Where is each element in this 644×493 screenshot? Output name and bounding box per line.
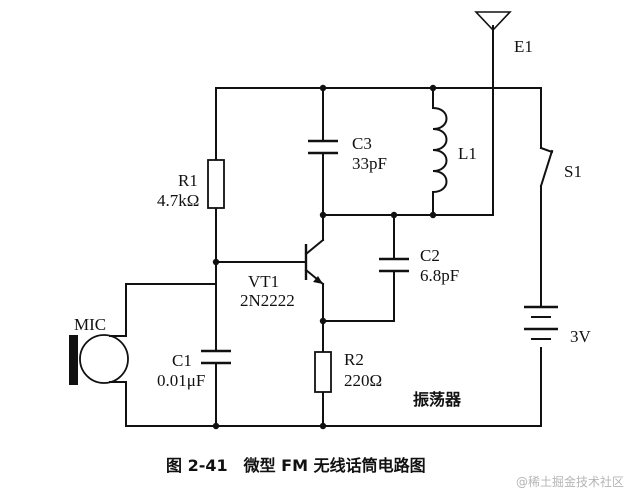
transistor-vt1 xyxy=(304,238,325,286)
label-s1-name: S1 xyxy=(564,162,582,181)
antenna-e1-symbol xyxy=(474,11,512,32)
label-c2-value: 6.8pF xyxy=(420,266,459,285)
resistor-r1 xyxy=(207,159,225,209)
label-r1-value: 4.7kΩ xyxy=(157,191,199,210)
label-r2-name: R2 xyxy=(344,350,364,369)
label-mic: MIC xyxy=(74,315,106,334)
label-vt1-value: 2N2222 xyxy=(240,291,295,310)
label-battery: 3V xyxy=(570,327,592,346)
capacitor-c3 xyxy=(308,139,338,155)
microphone-mic xyxy=(69,334,129,385)
label-vt1-name: VT1 xyxy=(248,272,279,291)
label-r1-name: R1 xyxy=(178,171,198,190)
label-l1-name: L1 xyxy=(458,144,477,163)
capacitor-c2 xyxy=(379,257,409,273)
label-c3-value: 33pF xyxy=(352,154,387,173)
junction-dots xyxy=(212,84,437,430)
label-c2-name: C2 xyxy=(420,246,440,265)
label-c1-value: 0.01μF xyxy=(157,371,205,390)
capacitor-c1 xyxy=(201,349,231,365)
figure-caption: 图 2-41 微型 FM 无线话筒电路图 xyxy=(166,456,426,475)
label-r2-value: 220Ω xyxy=(344,371,382,390)
switch-s1 xyxy=(539,146,554,188)
resistor-r2 xyxy=(314,351,332,393)
label-e1: E1 xyxy=(514,37,533,56)
label-oscillator: 振荡器 xyxy=(413,390,462,409)
inductor-l1 xyxy=(431,106,448,194)
label-c1-name: C1 xyxy=(172,351,192,370)
watermark: @稀土掘金技术社区 xyxy=(516,474,624,489)
battery-3v xyxy=(524,305,558,340)
wires xyxy=(125,25,542,427)
label-c3-name: C3 xyxy=(352,134,372,153)
